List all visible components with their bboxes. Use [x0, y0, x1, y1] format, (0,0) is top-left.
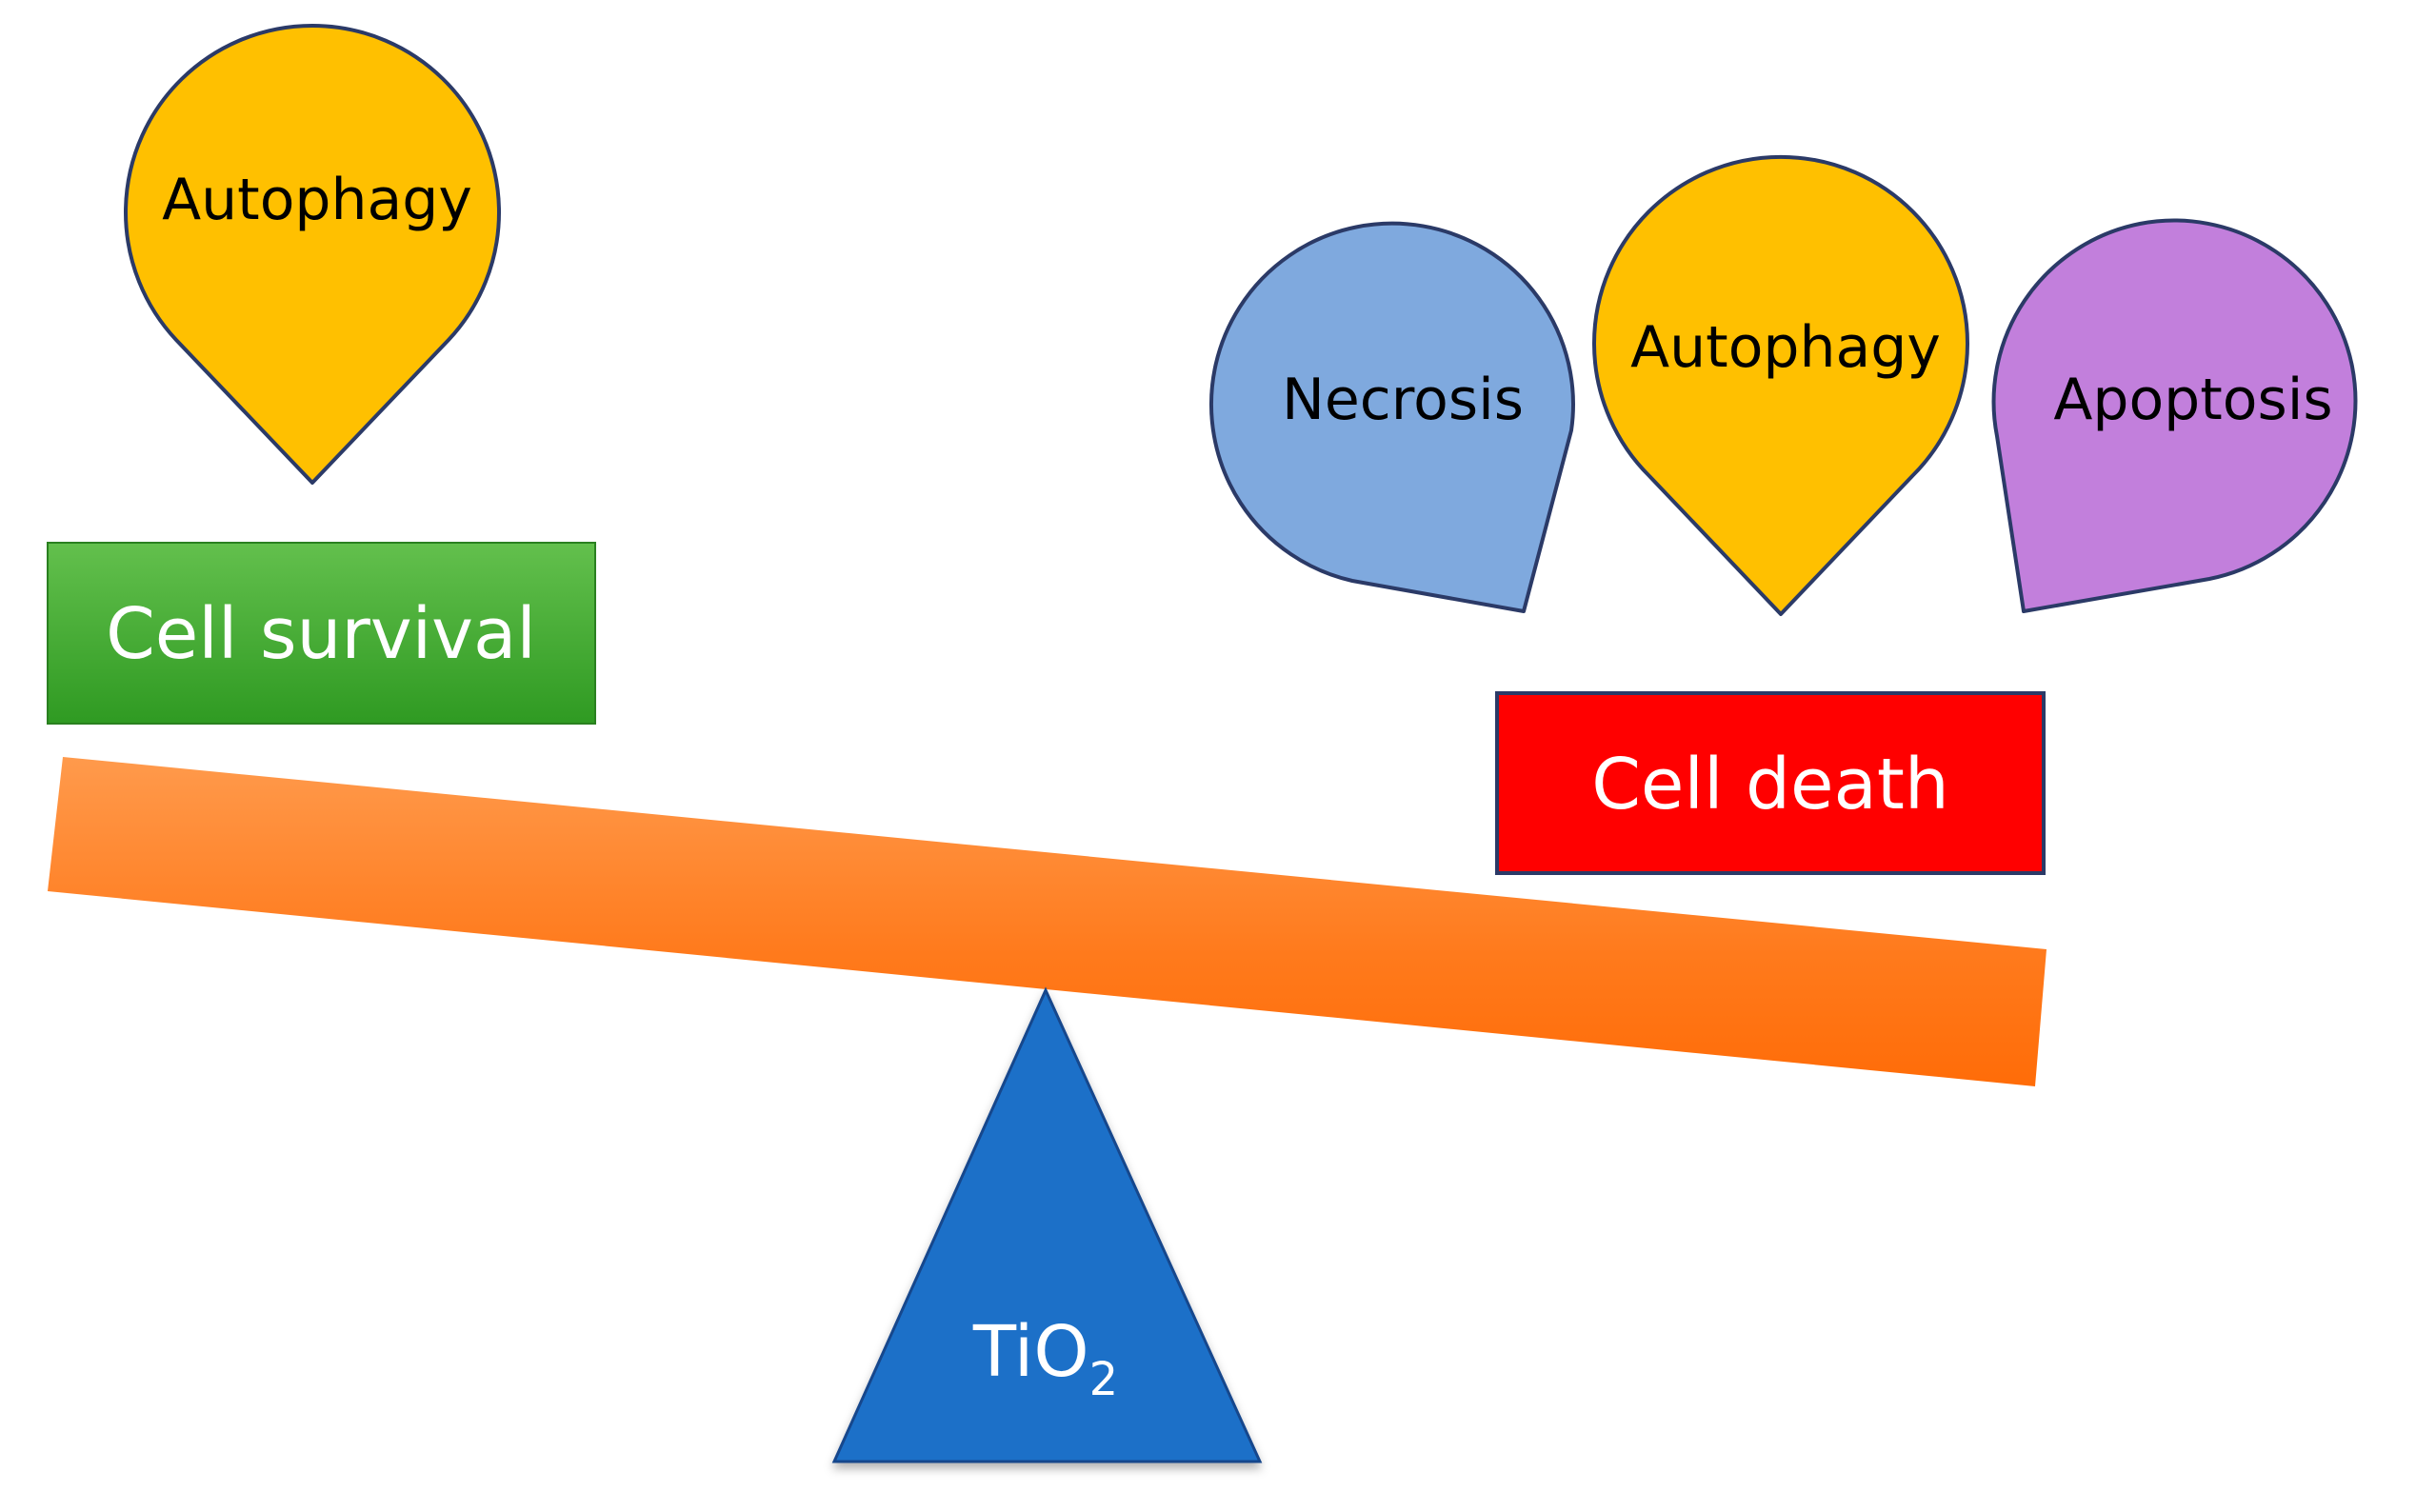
right-autophagy-shape	[1592, 154, 1969, 616]
seesaw-beam	[48, 757, 2047, 1086]
apoptosis-drop: Apoptosis	[1991, 218, 2358, 613]
cell-survival-label: Cell survival	[106, 593, 536, 675]
apoptosis-label: Apoptosis	[2053, 367, 2332, 433]
left-autophagy-shape	[124, 24, 501, 485]
necrosis-label: Necrosis	[1282, 367, 1524, 433]
cell-death-label: Cell death	[1591, 744, 1949, 826]
fulcrum-triangle	[831, 986, 1263, 1463]
necrosis-shape	[1209, 221, 1575, 613]
fulcrum-formula: TiO2	[972, 1311, 1118, 1406]
fulcrum-formula-subscript: 2	[1089, 1353, 1119, 1406]
cell-death-rect	[1495, 691, 2046, 875]
apoptosis-shape	[1991, 218, 2358, 613]
right-autophagy-label: Autophagy	[1630, 314, 1941, 381]
left-autophagy-label: Autophagy	[162, 167, 472, 233]
cell-survival-box: Cell survival	[47, 542, 596, 725]
fulcrum: TiO2	[831, 986, 1263, 1463]
cell-survival-rect	[47, 542, 596, 725]
fulcrum-formula-main: TiO	[972, 1311, 1089, 1393]
left-autophagy-drop: Autophagy	[124, 24, 501, 485]
right-autophagy-drop: Autophagy	[1592, 154, 1969, 616]
cell-death-box: Cell death	[1495, 691, 2046, 875]
necrosis-drop: Necrosis	[1209, 221, 1575, 613]
